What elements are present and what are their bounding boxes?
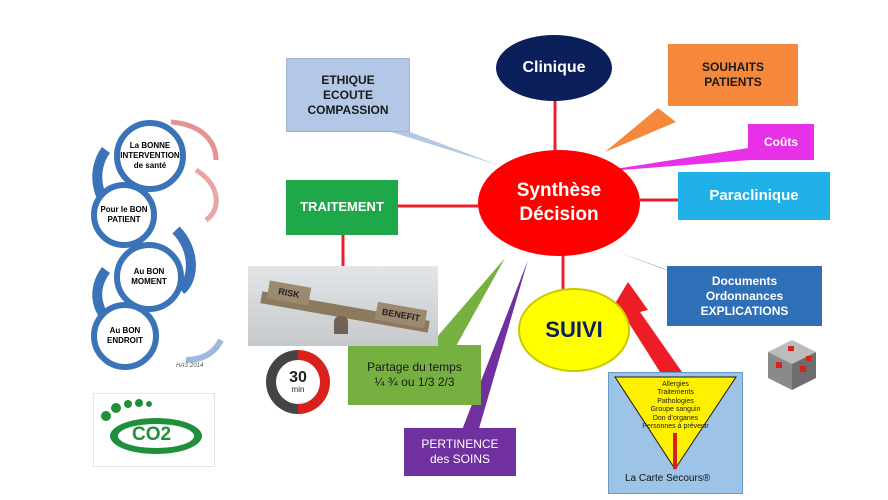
ethique-line-1: ETHIQUE xyxy=(321,72,375,87)
partage-node: Partage du temps ¼ ¾ ou 1/3 2/3 xyxy=(348,345,481,405)
cycle-item-3: Au BON MOMENT xyxy=(114,242,184,312)
documents-line-1: Documents xyxy=(711,273,778,288)
cycle-item-2-line-2: PATIENT xyxy=(107,215,141,224)
suivi-label: SUIVI xyxy=(545,317,603,343)
center-node: Synthèse Décision xyxy=(478,150,640,256)
co2-footprint-image: CO2 xyxy=(93,393,215,467)
cycle-item-2: Pour le BON PATIENT xyxy=(91,182,157,248)
partage-line-2: ¼ ¾ ou 1/3 2/3 xyxy=(374,375,455,389)
cycle-item-1-line-3: de santé xyxy=(133,161,167,170)
benefit-label: BENEFIT xyxy=(381,306,421,324)
carte-triangle xyxy=(614,376,737,470)
risk-benefit-image: RISK BENEFIT xyxy=(248,266,438,346)
clinique-label: Clinique xyxy=(522,59,586,76)
carte-line-3: Pathologies xyxy=(657,397,694,405)
carte-line-2: Traitements xyxy=(657,389,694,397)
cycle-credit: HAS 2014 xyxy=(176,363,204,369)
cycle-item-3-line-1: Au BON xyxy=(133,267,165,276)
cube-image xyxy=(764,336,820,392)
paraclinique-node: Paraclinique xyxy=(678,172,830,220)
clinique-node: Clinique xyxy=(496,35,612,101)
pertinence-line-1: PERTINENCE xyxy=(421,437,499,451)
cycle-item-4-line-2: ENDROIT xyxy=(107,336,143,345)
carte-title: La Carte Secours® xyxy=(625,473,711,484)
documents-node: Documents Ordonnances EXPLICATIONS xyxy=(667,266,822,326)
couts-label: Coûts xyxy=(764,134,798,149)
timer-face: 30 min xyxy=(276,360,320,404)
carte-lines: Allergies Traitements Pathologies Groupe… xyxy=(629,381,722,431)
souhaits-line-2: PATIENTS xyxy=(704,75,762,89)
timer-value: 30 xyxy=(289,369,307,386)
cycle-item-2-line-1: Pour le BON xyxy=(100,205,148,214)
has-cycle-graphic: La BONNE INTERVENTION de santé Pour le B… xyxy=(76,110,226,385)
carte-line-4: Groupe sanguin xyxy=(650,406,701,414)
ethique-line-2: ECOUTE xyxy=(322,87,373,102)
center-line-2: Décision xyxy=(519,204,599,225)
center-line-1: Synthèse xyxy=(516,180,602,202)
cycle-item-3-line-2: MOMENT xyxy=(131,277,167,286)
traitement-node: TRAITEMENT xyxy=(286,180,398,235)
traitement-label: TRAITEMENT xyxy=(300,199,384,215)
paraclinique-label: Paraclinique xyxy=(709,186,799,204)
cycle-item-1-line-2: INTERVENTION xyxy=(120,151,180,160)
cycle-item-4: Au BON ENDROIT xyxy=(91,302,159,370)
cycle-item-1: La BONNE INTERVENTION de santé xyxy=(114,120,186,192)
balance-pivot xyxy=(334,316,348,334)
timer-icon: 30 min xyxy=(262,346,334,418)
risk-label: RISK xyxy=(277,286,301,300)
cycle-item-4-line-1: Au BON xyxy=(109,326,141,335)
carte-line-1: Allergies xyxy=(662,381,689,388)
cycle-item-1-line-1: La BONNE xyxy=(129,141,171,150)
timer-unit: min xyxy=(291,385,305,394)
ethique-line-3: COMPASSION xyxy=(307,102,389,117)
ethique-node: ETHIQUE ECOUTE COMPASSION xyxy=(286,58,410,132)
documents-line-2: Ordonnances xyxy=(705,288,784,303)
souhaits-node: SOUHAITS PATIENTS xyxy=(668,44,798,106)
souhaits-line-1: SOUHAITS xyxy=(701,60,764,74)
pertinence-line-2: des SOINS xyxy=(429,452,491,466)
documents-line-3: EXPLICATIONS xyxy=(700,303,789,318)
footprint-icon xyxy=(101,399,202,454)
pertinence-node: PERTINENCE des SOINS xyxy=(404,428,516,476)
carte-secours-card: Allergies Traitements Pathologies Groupe… xyxy=(608,372,743,494)
carte-line-6: Personnes à prévenir xyxy=(642,422,709,430)
co2-label: CO2 xyxy=(132,424,172,445)
suivi-node: SUIVI xyxy=(518,288,630,372)
cube-icon xyxy=(768,340,816,390)
couts-node: Coûts xyxy=(748,124,814,160)
partage-line-1: Partage du temps xyxy=(367,360,462,374)
carte-line-5: Don d'organes xyxy=(652,414,699,422)
